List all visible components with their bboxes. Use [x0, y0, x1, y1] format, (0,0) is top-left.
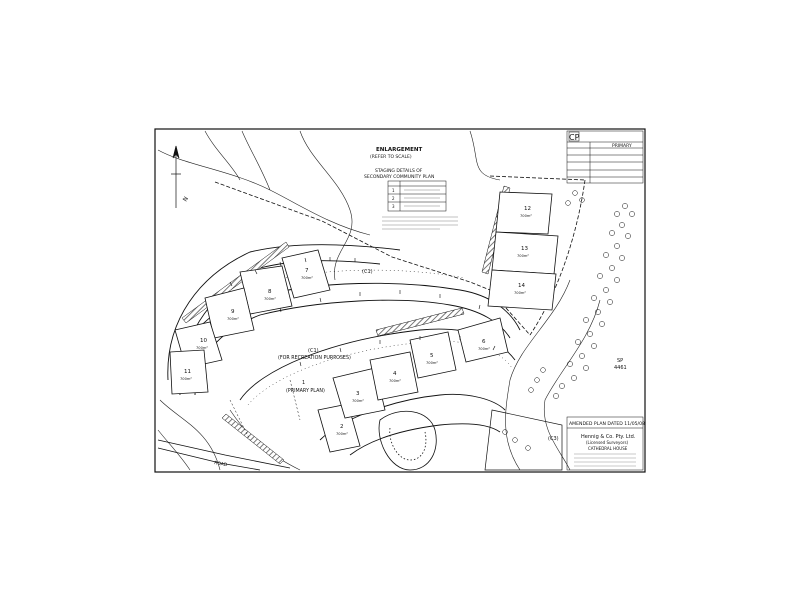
- tree-symbols: [502, 190, 635, 451]
- lot-6-outline: [457, 317, 509, 363]
- staging-row-1: 1: [392, 188, 395, 193]
- boundary-lines: [214, 175, 586, 336]
- firm-place: CATHEDRAL HOUSE: [588, 446, 628, 451]
- recreation-purposes-label: (FOR RECREATION PURPOSES): [278, 355, 351, 361]
- lot-7-number: 7: [305, 268, 309, 274]
- lot-6-number: 6: [482, 339, 486, 345]
- lot-14-number: 14: [518, 283, 525, 289]
- road-label: ROAD: [214, 460, 229, 468]
- lot-4-outline: [369, 351, 419, 401]
- enlargement-title: ENLARGEMENT: [376, 147, 422, 153]
- lot-c3-outline: [484, 409, 563, 471]
- boundary-tick-marks: [229, 257, 496, 367]
- lot-10-number: 10: [200, 338, 207, 344]
- staging-title-1: STAGING DETAILS OF: [375, 168, 423, 174]
- access-road: [157, 439, 291, 471]
- lot-4-area: 700m²: [389, 379, 401, 383]
- c3-label: (C3): [548, 436, 559, 442]
- lot-labels: 2 700m² 3 700m² 4 700m² 5 700m² 6 700m² …: [180, 206, 532, 436]
- enlargement-notes: [382, 216, 458, 230]
- lot-3-area: 700m²: [352, 399, 364, 403]
- lot-8-area: 700m²: [264, 297, 276, 301]
- lot-boundaries: [169, 191, 559, 453]
- title-block-primary: PRIMARY: [612, 143, 632, 149]
- lot-9-number: 9: [231, 309, 235, 315]
- lot-5-number: 5: [430, 353, 434, 359]
- lot-8-number: 8: [268, 289, 272, 295]
- north-arrow-icon: [171, 145, 181, 208]
- firm-block: [566, 416, 644, 471]
- staging-table: [387, 180, 447, 212]
- lot-12-outline: [495, 191, 553, 235]
- primary-plan-label: (PRIMARY PLAN): [286, 388, 325, 394]
- common-property-c1-mid: (C1): [308, 348, 319, 354]
- lot-12-number: 12: [524, 206, 531, 212]
- lot-6-area: 700m²: [478, 347, 490, 351]
- lot-2-number: 2: [340, 424, 344, 430]
- lot-11-number: 11: [184, 369, 191, 375]
- lot-11-outline: [169, 349, 209, 395]
- primary-lot-number: 1: [302, 380, 305, 386]
- lot-7-outline: [281, 249, 331, 299]
- lot-4-number: 4: [393, 371, 397, 377]
- sp-number-label: 4461: [614, 365, 627, 371]
- title-block: [566, 130, 644, 184]
- north-arrow-label: N: [182, 196, 190, 204]
- firm-subtitle: (Licensed Surveyors): [586, 440, 629, 445]
- lot-5-outline: [409, 331, 457, 379]
- amended-plan-note: AMENDED PLAN DATED 11/05/08: [569, 421, 645, 427]
- cul-de-sac: [378, 411, 437, 471]
- contour-lines: [157, 130, 601, 471]
- lot-10-area: 700m²: [196, 346, 208, 350]
- lot-11-area: 700m²: [180, 377, 192, 381]
- lot-14-outline: [487, 269, 557, 311]
- common-property-c1-upper: (C1): [362, 269, 373, 275]
- lot-5-area: 700m²: [426, 361, 438, 365]
- staging-row-3: 3: [392, 204, 395, 209]
- lot-12-area: 700m²: [520, 214, 532, 218]
- sp-code-label: SP: [617, 358, 623, 364]
- lot-14-area: 700m²: [514, 291, 526, 295]
- staging-row-2: 2: [392, 196, 395, 201]
- lot-7-area: 700m²: [301, 276, 313, 280]
- plan-code: CP: [569, 133, 580, 142]
- lot-2-area: 700m²: [336, 432, 348, 436]
- lot-13-number: 13: [521, 246, 528, 252]
- lot-9-area: 700m²: [227, 317, 239, 321]
- enlargement-subtitle: (REFER TO SCALE): [370, 154, 412, 160]
- lot-3-number: 3: [356, 391, 360, 397]
- lot-13-area: 700m²: [517, 254, 529, 258]
- firm-name: Hennig & Co. Pty. Ltd.: [581, 434, 636, 440]
- staging-title-2: SECONDARY COMMUNITY PLAN: [364, 174, 434, 180]
- lot-13-outline: [491, 231, 559, 275]
- lot-3-outline: [332, 367, 386, 419]
